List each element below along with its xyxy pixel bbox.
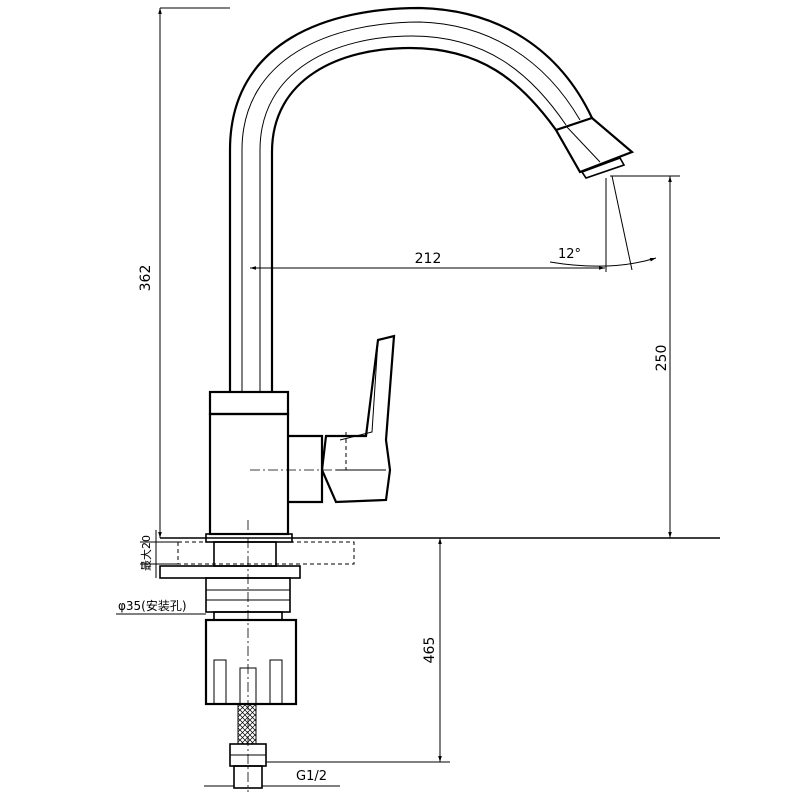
mount-hole-label: φ35(安装孔) — [118, 598, 187, 613]
thread-label: G1/2 — [296, 769, 327, 784]
dimension-hose-length: 465 — [266, 538, 450, 763]
mounting-hardware — [159, 520, 720, 792]
dimension-max-thickness: 最大20 — [139, 530, 178, 578]
spout-angle-label: 12° — [558, 247, 581, 262]
dimension-mount-hole: φ35(安装孔) — [116, 598, 206, 615]
spout-height-label: 250 — [654, 345, 670, 372]
dimension-spout-height: 250 — [610, 175, 680, 538]
dimension-spout-reach: 212 — [250, 251, 605, 270]
dimension-total-height: 362 — [138, 7, 230, 538]
spout — [228, 6, 635, 392]
dimension-thread: G1/2 — [204, 769, 340, 787]
spout-reach-label: 212 — [415, 251, 442, 267]
hose-length-label: 465 — [422, 637, 438, 664]
faucet-body — [208, 390, 380, 536]
total-height-label: 362 — [138, 265, 154, 292]
max-thickness-label: 最大20 — [139, 535, 153, 571]
dimension-spout-angle: 12° — [549, 175, 657, 272]
handle-lever — [320, 334, 396, 504]
